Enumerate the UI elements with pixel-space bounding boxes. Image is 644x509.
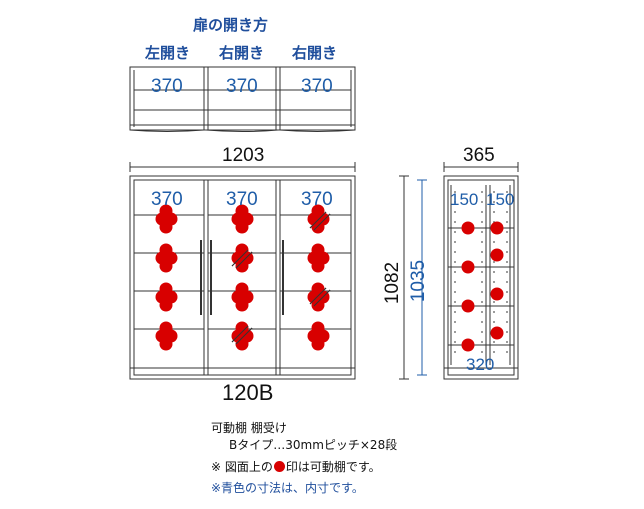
side-movable-shelf-markers xyxy=(461,221,504,352)
notes-blue-dimensions: ※青色の寸法は、内寸です。 xyxy=(211,481,364,495)
top-inner-width-1: 370 xyxy=(151,76,183,97)
notes-shelf-support: 可動棚 棚受け xyxy=(211,421,287,435)
depth-dimension xyxy=(443,162,519,172)
height-dimensions xyxy=(399,175,409,380)
front-view xyxy=(129,175,356,380)
notes-red-mark-prefix: ※ 図面上の xyxy=(211,460,273,474)
model-name: 120B xyxy=(222,380,274,405)
notes-pitch: Bタイプ…30mmピッチ×28段 xyxy=(229,438,398,452)
side-view-outline xyxy=(443,175,519,380)
width-dimension xyxy=(129,162,356,172)
front-view-outline xyxy=(129,175,356,380)
notes-red-mark-suffix: 印は可動棚です。 xyxy=(285,460,381,474)
overall-width: 1203 xyxy=(222,145,265,166)
door-label-right: 右開き xyxy=(292,44,338,62)
inner-depth: 320 xyxy=(466,355,495,374)
front-inner-width-2: 370 xyxy=(226,189,258,210)
door-label-left: 左開き xyxy=(145,44,191,62)
top-inner-width-3: 370 xyxy=(301,76,333,97)
front-inner-width-1: 370 xyxy=(151,189,183,210)
red-dot-icon xyxy=(273,461,285,472)
shelf-width-left: 150 xyxy=(450,190,479,209)
front-inner-width-3: 370 xyxy=(301,189,333,210)
overall-depth: 365 xyxy=(463,145,495,166)
top-view xyxy=(129,66,356,132)
top-view-outline xyxy=(129,66,356,131)
overall-height: 1082 xyxy=(382,261,404,305)
top-inner-width-2: 370 xyxy=(226,76,258,97)
door-opening-title: 扉の開き方 xyxy=(193,16,269,34)
inner-height: 1035 xyxy=(408,259,430,303)
door-label-middle: 右開き xyxy=(219,44,265,62)
shelf-width-right: 150 xyxy=(486,190,515,209)
notes-red-mark: ※ 図面上の印は可動棚です。 xyxy=(211,458,381,475)
